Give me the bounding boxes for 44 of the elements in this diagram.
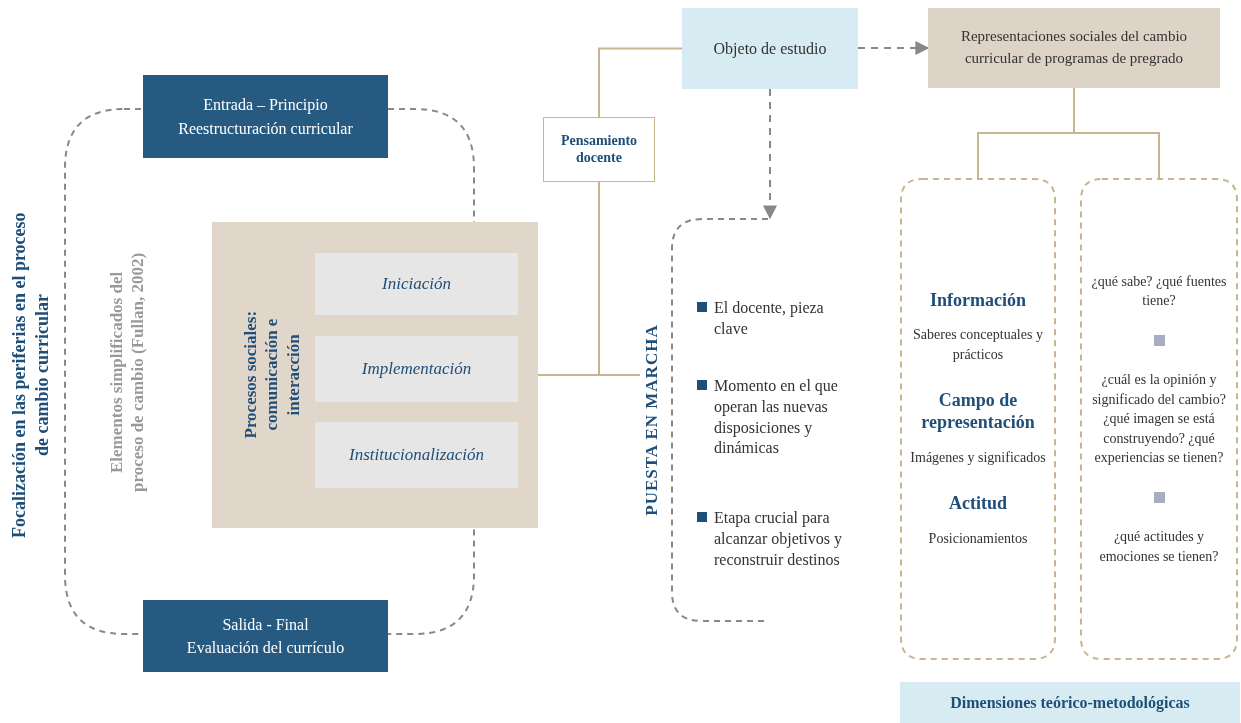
- body-text: Posicionamientos: [928, 529, 1028, 548]
- body-text: Imágenes y significados: [910, 448, 1046, 467]
- body-text: ¿qué actitudes y emociones se tienen?: [1098, 528, 1220, 566]
- box-text: Evaluación del currículo: [186, 638, 345, 658]
- process-box: [143, 75, 388, 158]
- connector-line: [598, 181, 641, 376]
- box-text: Reestructuración curricular: [178, 118, 353, 139]
- box-text: Iniciación: [382, 274, 451, 294]
- bullet-text: Etapa crucial para alcanzar objetivos y reconstruir destinos: [714, 508, 843, 570]
- process-box: [682, 8, 858, 89]
- dashed-panel: [1080, 178, 1238, 660]
- rotated-label: Elementos simplificados del proceso de cambio (Fullan, 2002): [106, 251, 149, 492]
- process-box: [900, 682, 1240, 723]
- heading: Actitud: [949, 493, 1007, 515]
- box-text: Implementación: [361, 359, 472, 379]
- rotated-label: Procesos sociales: comunicación e interacción: [240, 310, 304, 441]
- heading: Información: [930, 289, 1026, 312]
- dashed-panel: [900, 178, 1056, 660]
- box-text: Institucionalización: [348, 445, 484, 465]
- stage-box: [315, 336, 518, 402]
- box-text: Dimensiones teórico-metodológicas: [950, 693, 1190, 712]
- body-text: ¿cuál es la opinión y significado del cambio? ¿qué imagen se está construyendo? ¿qué experiencias se tienen?: [1091, 371, 1227, 468]
- box-text: Objeto de estudio: [713, 39, 827, 58]
- process-box: [143, 600, 388, 672]
- arrow: [763, 88, 777, 220]
- box-text: Pensamiento docente: [559, 132, 639, 167]
- body-text: ¿qué sabe? ¿qué fuentes tiene?: [1090, 272, 1228, 311]
- process-box: [928, 8, 1220, 88]
- body-text: Saberes conceptuales y prácticos: [912, 326, 1044, 364]
- arrow: [857, 41, 930, 55]
- stage-box: [315, 422, 518, 488]
- stage-box: [315, 253, 518, 315]
- bullet-text: El docente, pieza clave: [714, 298, 825, 339]
- rotated-label: PUESTA EN MARCHA: [642, 324, 662, 516]
- rotated-label: Focalización en las periferias en el proceso de cambio curricular: [8, 211, 53, 540]
- connector-line: [598, 47, 683, 118]
- box-text: Representaciones sociales del cambio curricular de programas de pregrado: [959, 27, 1189, 68]
- process-box: [543, 117, 655, 182]
- box-text: Salida - Final: [222, 614, 309, 635]
- connector-line: [1073, 87, 1160, 179]
- box-text: Entrada – Principio: [203, 95, 328, 116]
- group-panel: [212, 222, 538, 528]
- bullet-text: Momento en el que operan las nuevas disposiciones y dinámicas: [714, 376, 839, 459]
- heading: Campo de representación: [920, 390, 1036, 434]
